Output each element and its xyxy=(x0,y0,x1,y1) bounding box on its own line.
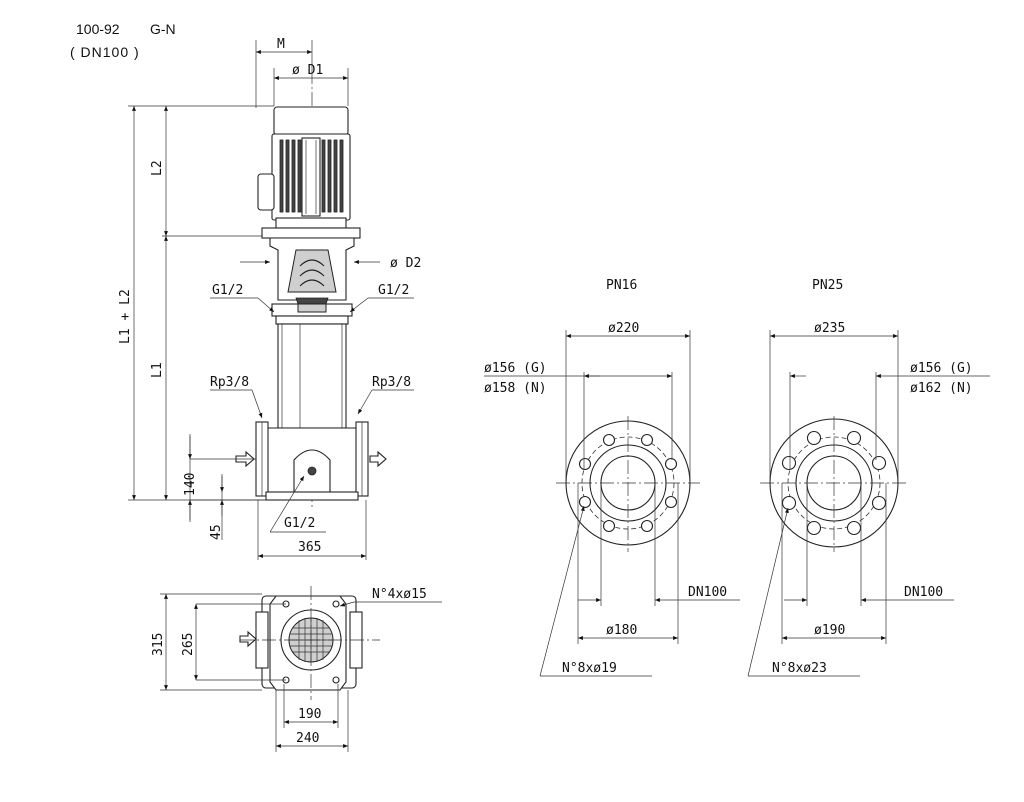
dim-265: 265 xyxy=(181,633,196,656)
label-g12-left: G1/2 xyxy=(212,283,243,298)
label-base-holes: N°4xø15 xyxy=(372,587,427,602)
dim-315: 315 xyxy=(151,633,166,656)
flange-pn16-title: PN16 xyxy=(606,278,637,293)
pump-base xyxy=(255,421,369,501)
model-number: 100-92 xyxy=(76,21,120,37)
dim-190-base: 190 xyxy=(298,707,321,722)
pump-sleeve xyxy=(277,323,347,429)
label-g12-right: G1/2 xyxy=(378,283,409,298)
pump-base-view: N°4xø15 315 265 190 240 xyxy=(151,586,442,752)
label-rp38-right: Rp3/8 xyxy=(372,375,411,390)
model-variant: G-N xyxy=(150,21,176,37)
flange-pn25-dn: DN100 xyxy=(904,585,943,600)
dim-m: M xyxy=(277,37,285,52)
dim-d1: ø D1 xyxy=(292,63,323,78)
label-rp38-left: Rp3/8 xyxy=(210,375,249,390)
flange-pn25-outer-dia: ø235 xyxy=(814,321,845,336)
pump-side-view: M ø D1 ø D2 L2 L1 + L2 L1 140 45 xyxy=(118,37,421,560)
dim-l1: L1 xyxy=(150,362,165,378)
dim-365: 365 xyxy=(298,540,321,555)
flange-pn25-title: PN25 xyxy=(812,278,843,293)
flange-pn16: PN16 ø220 ø156 (G) ø158 (N) DN100 xyxy=(484,278,740,677)
flange-pn16-pcd-g: ø156 (G) xyxy=(484,361,547,376)
drawing-header: 100-92 G-N ( DN100 ) xyxy=(70,21,176,60)
motor xyxy=(257,106,351,229)
outlet-arrow xyxy=(369,450,387,468)
dim-45: 45 xyxy=(209,524,224,540)
terminal-box xyxy=(257,173,275,211)
flange-pn16-pcd-n: ø158 (N) xyxy=(484,381,547,396)
dim-l2: L2 xyxy=(150,160,165,176)
dim-140: 140 xyxy=(183,473,198,496)
flange-pn25-pcd-n: ø162 (N) xyxy=(910,381,973,396)
dim-d2: ø D2 xyxy=(390,256,421,271)
flange-pn25-holes: N°8xø23 xyxy=(772,661,827,676)
flange-pn25-bolt-circle: ø190 xyxy=(814,623,845,638)
flange-pn16-bolt-holes xyxy=(578,433,678,533)
flange-pn25-pcd-g: ø156 (G) xyxy=(910,361,973,376)
flange-pn16-outer-dia: ø220 xyxy=(608,321,639,336)
inlet-arrow xyxy=(235,450,255,468)
dim-240-base: 240 xyxy=(296,731,319,746)
flange-pn16-dn: DN100 xyxy=(688,585,727,600)
flange-pn16-holes: N°8xø19 xyxy=(562,661,617,676)
model-size: ( DN100 ) xyxy=(70,44,140,60)
flange-pn25: PN25 ø235 ø156 (G) ø162 (N) DN100 xyxy=(747,278,990,677)
label-g12-bottom: G1/2 xyxy=(284,516,315,531)
motor-stool xyxy=(261,227,361,305)
flange-pn16-bolt-circle: ø180 xyxy=(606,623,637,638)
dim-l1-l2: L1 + L2 xyxy=(118,289,133,344)
